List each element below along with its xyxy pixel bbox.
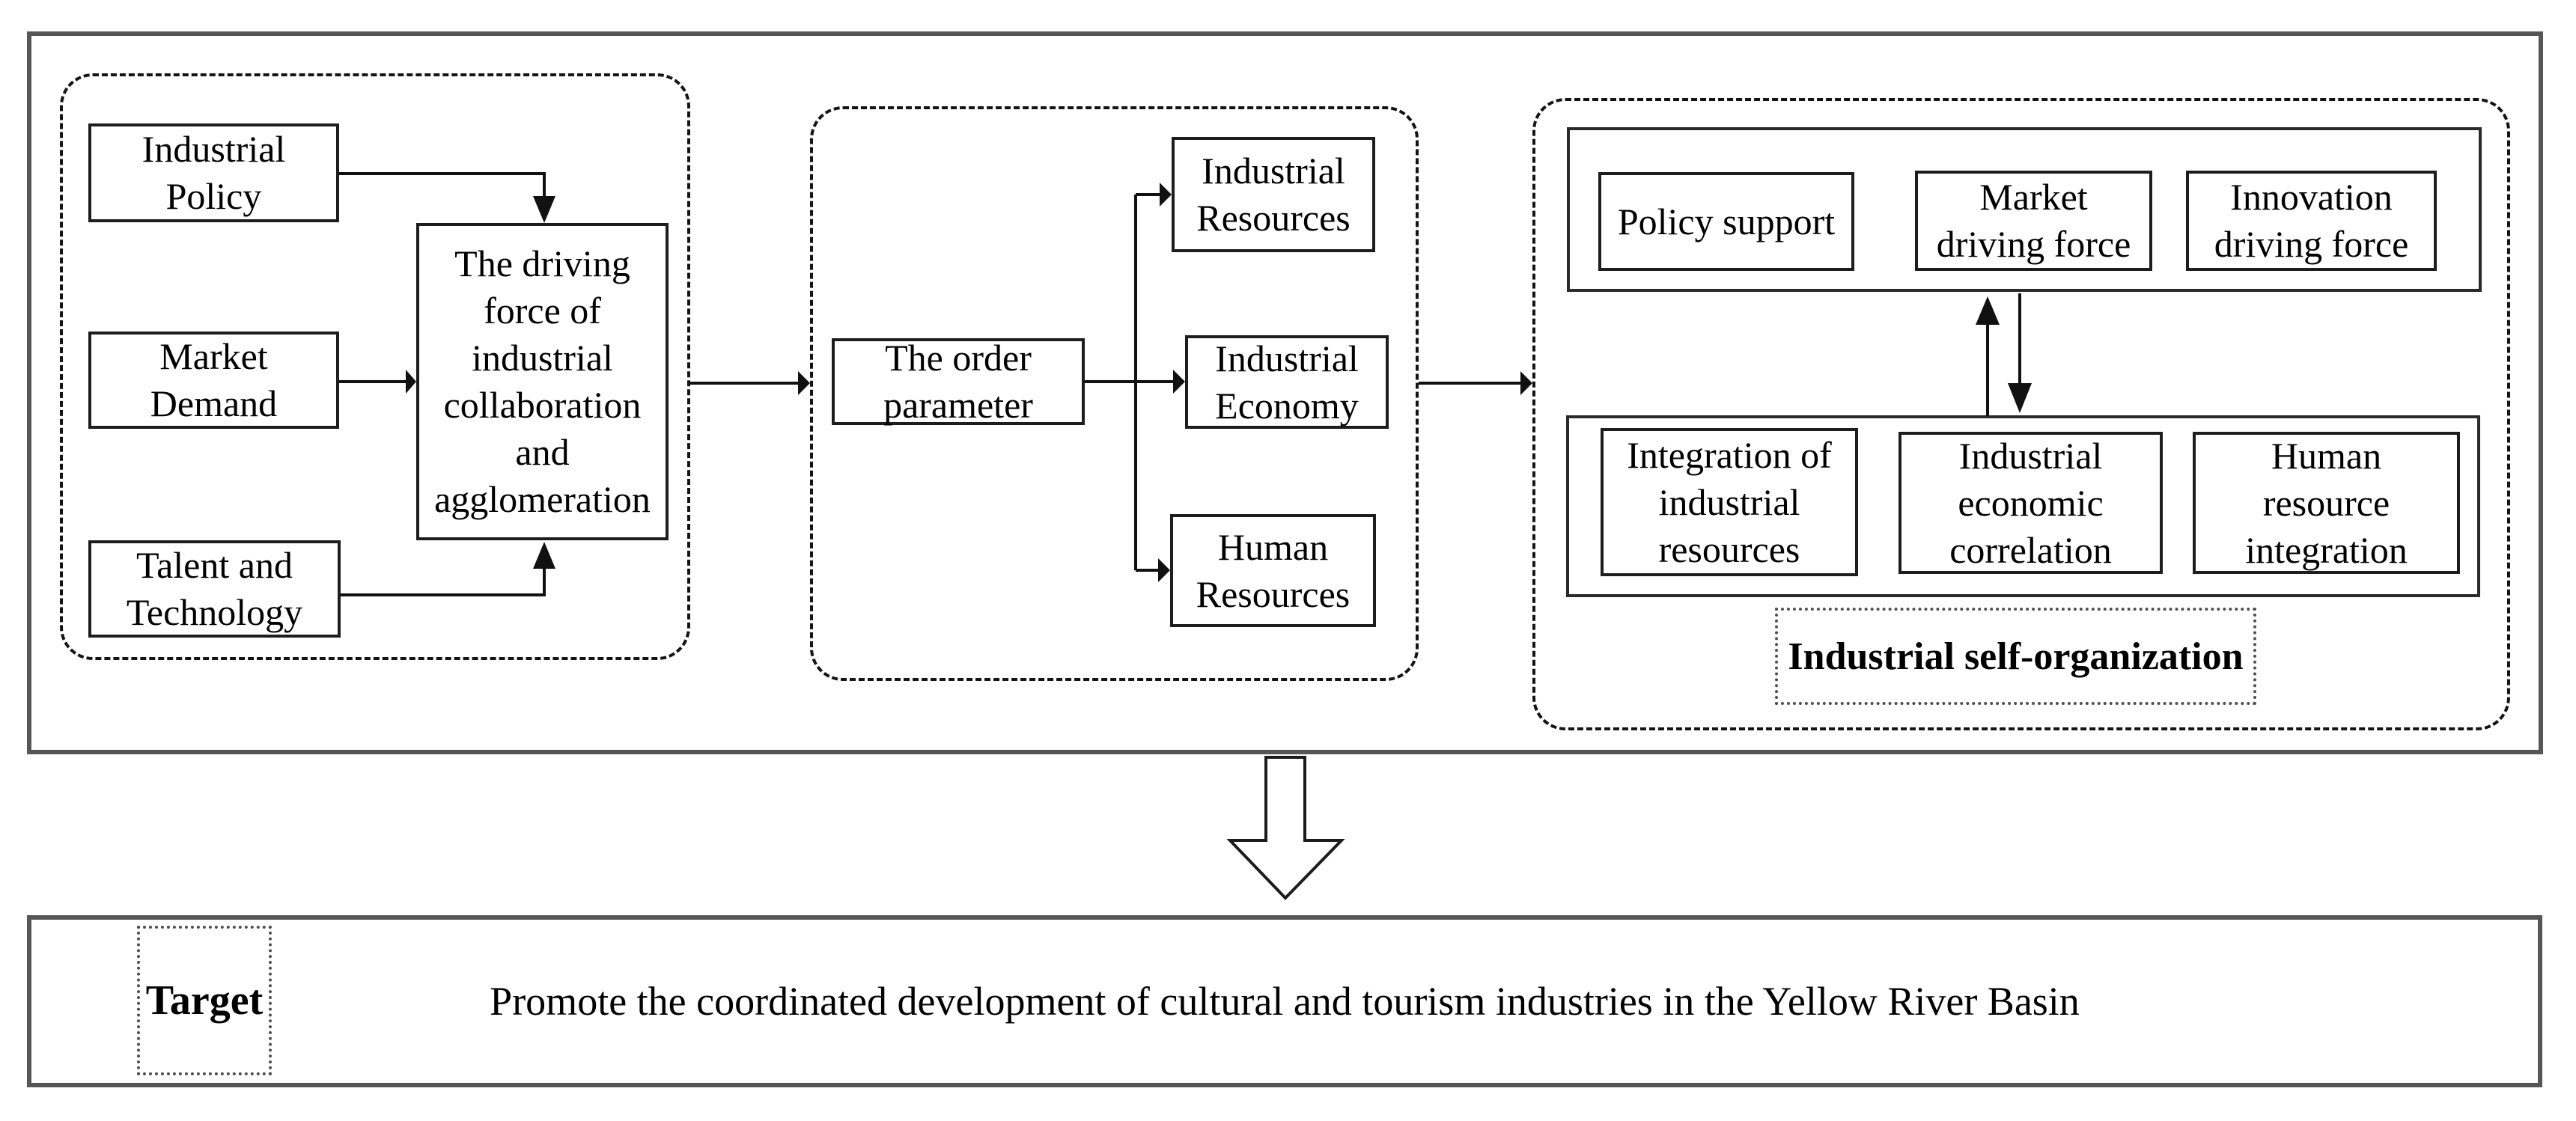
industrial-self-organization-caption-box: Industrial self-organization bbox=[1775, 608, 2256, 705]
integration-industrial-resources-box: Integration of industrial resources bbox=[1601, 428, 1858, 576]
integration-industrial-resources-label: Integration of industrial resources bbox=[1627, 433, 1832, 570]
industrial-economy-box: Industrial Economy bbox=[1185, 335, 1389, 429]
talent-technology-label: Talent and Technology bbox=[126, 544, 303, 633]
market-driving-force-box: Market driving force bbox=[1915, 171, 2152, 271]
industrial-self-organization-label: Industrial self-organization bbox=[1788, 635, 2244, 678]
order-parameter-box: The order parameter bbox=[832, 337, 1085, 426]
innovation-driving-force-label: Innovation driving force bbox=[2214, 176, 2409, 265]
industrial-resources-label: Industrial Resources bbox=[1196, 150, 1351, 239]
target-statement-text: Promote the coordinated development of c… bbox=[490, 979, 2080, 1024]
driving-force-box: The driving force of industrial collabor… bbox=[416, 223, 669, 540]
industrial-policy-label: Industrial Policy bbox=[141, 128, 286, 217]
order-parameter-group bbox=[810, 106, 1419, 681]
human-resource-integration-box: Human resource integration bbox=[2193, 432, 2460, 574]
industrial-resources-box: Industrial Resources bbox=[1172, 137, 1375, 252]
human-resource-integration-label: Human resource integration bbox=[2245, 434, 2408, 571]
human-resources-box: Human Resources bbox=[1170, 514, 1376, 627]
industrial-economic-correlation-box: Industrial economic correlation bbox=[1898, 432, 2163, 574]
talent-technology-box: Talent and Technology bbox=[88, 540, 341, 638]
policy-support-label: Policy support bbox=[1617, 200, 1836, 242]
target-label-box: Target bbox=[137, 926, 272, 1075]
market-demand-label: Market Demand bbox=[150, 335, 278, 424]
driving-force-group bbox=[60, 73, 690, 660]
industrial-policy-box: Industrial Policy bbox=[88, 123, 339, 222]
market-demand-box: Market Demand bbox=[88, 332, 339, 429]
human-resources-label: Human Resources bbox=[1196, 525, 1351, 615]
target-label: Target bbox=[145, 977, 264, 1024]
target-band-frame bbox=[27, 915, 2542, 1087]
driving-force-label: The driving force of industrial collabor… bbox=[434, 242, 651, 520]
industrial-economic-correlation-label: Industrial economic correlation bbox=[1949, 434, 2112, 571]
industrial-economy-label: Industrial Economy bbox=[1215, 337, 1359, 427]
target-statement: Promote the coordinated development of c… bbox=[27, 915, 2542, 1087]
self-organization-group bbox=[1532, 98, 2510, 730]
order-parameter-label: The order parameter bbox=[883, 337, 1033, 426]
big-down-arrow-icon bbox=[1226, 756, 1345, 900]
market-driving-force-label: Market driving force bbox=[1936, 176, 2131, 265]
policy-support-box: Policy support bbox=[1598, 172, 1854, 271]
innovation-driving-force-box: Innovation driving force bbox=[2186, 171, 2437, 271]
